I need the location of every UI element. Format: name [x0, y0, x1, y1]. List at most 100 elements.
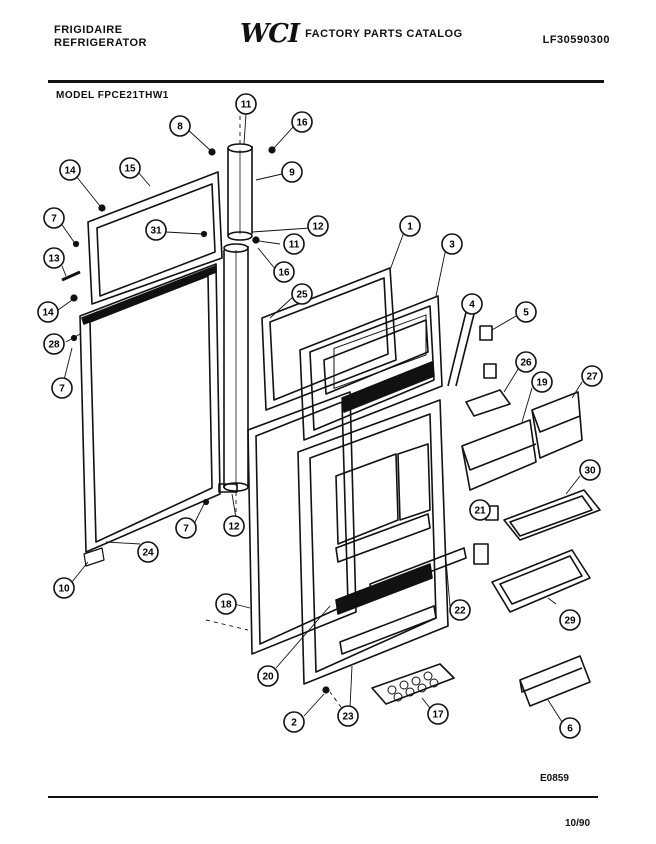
callout-circle [291, 111, 313, 133]
callout-number: 11 [241, 100, 252, 111]
alignment-lines [205, 100, 347, 715]
callout-circle [37, 301, 59, 323]
callout-number: 9 [289, 168, 295, 179]
callout-circle [175, 517, 197, 539]
callout-21: 21 [469, 499, 491, 521]
freezer-door-liner [299, 295, 443, 441]
callout-14: 14 [59, 159, 81, 181]
callout-circle [579, 459, 601, 481]
callout-number: 16 [278, 268, 290, 279]
callout-circle [291, 283, 313, 305]
dairy-bin-27 [531, 391, 583, 459]
callout-number: 30 [584, 466, 596, 477]
callout-circle [461, 293, 483, 315]
callout-circle [427, 703, 449, 725]
callout-circle [257, 665, 279, 687]
upper-handle-tube [227, 143, 253, 241]
callout-8: 8 [169, 115, 191, 137]
callout-number: 21 [474, 506, 486, 517]
callout-number: 14 [64, 166, 76, 177]
callout-number: 17 [432, 710, 444, 721]
callout-circle [283, 711, 305, 733]
callout-25: 25 [291, 283, 313, 305]
callout-number: 28 [48, 340, 60, 351]
callout-19: 19 [531, 371, 553, 393]
callout-4: 4 [461, 293, 483, 315]
callout-5: 5 [515, 301, 537, 323]
callout-2: 2 [283, 711, 305, 733]
catalog-title: FACTORY PARTS CATALOG [305, 28, 463, 40]
callout-circle [515, 351, 537, 373]
callout-number: 19 [536, 378, 548, 389]
freezer-door-gasket [261, 267, 397, 411]
callout-18: 18 [215, 593, 237, 615]
callout-14: 14 [37, 301, 59, 323]
callout-11: 11 [235, 93, 257, 115]
brand-name: FRIGIDAIRE [54, 24, 123, 36]
callout-number: 31 [150, 226, 162, 237]
callout-number: 12 [228, 522, 240, 533]
door-shelf-30 [503, 489, 601, 541]
callout-23: 23 [337, 705, 359, 727]
callout-number: 1 [407, 222, 413, 233]
bottle-bin [519, 655, 591, 707]
callout-number: 26 [520, 358, 532, 369]
callout-number: 5 [523, 308, 529, 319]
callout-circle [145, 219, 167, 241]
catalog-number: LF30590300 [542, 34, 610, 46]
callout-number: 11 [289, 240, 300, 251]
callout-circle [59, 159, 81, 181]
model-label: MODEL FPCE21THW1 [56, 90, 169, 101]
lower-handle-tube [218, 243, 249, 493]
callout-6: 6 [559, 717, 581, 739]
callout-circle [559, 609, 581, 631]
callout-circle [307, 215, 329, 237]
door-rack-rail-upper [447, 303, 477, 387]
callout-3: 3 [441, 233, 463, 255]
callout-number: 7 [183, 524, 189, 535]
callout-circle [43, 207, 65, 229]
dairy-bin-19 [461, 419, 537, 491]
fresh-food-door-panel [79, 263, 221, 553]
callout-7: 7 [43, 207, 65, 229]
callout-circle [515, 301, 537, 323]
callout-number: 12 [312, 222, 324, 233]
callout-number: 20 [262, 672, 274, 683]
callout-number: 25 [296, 290, 308, 301]
callout-circle [531, 371, 553, 393]
callout-number: 22 [454, 606, 466, 617]
callout-number: 27 [586, 372, 598, 383]
callout-circle [137, 541, 159, 563]
callout-number: 14 [42, 308, 54, 319]
callout-circle [119, 157, 141, 179]
callout-number: 7 [59, 384, 65, 395]
callout-17: 17 [427, 703, 449, 725]
drawing-code: E0859 [540, 773, 569, 784]
leader-lines [57, 113, 583, 723]
callout-circle [51, 377, 73, 399]
callout-circle [215, 593, 237, 615]
callout-circle [53, 577, 75, 599]
callout-number: 15 [124, 164, 136, 175]
callout-number: 10 [58, 584, 70, 595]
wci-logo: WCI [240, 19, 300, 49]
callout-number: 8 [177, 122, 183, 133]
callout-12: 12 [223, 515, 245, 537]
callout-circle [581, 365, 603, 387]
footer-rule [48, 796, 598, 798]
egg-tray [371, 663, 455, 705]
shelf-clip-upper [479, 325, 497, 379]
callout-31: 31 [145, 219, 167, 241]
product-type: REFRIGERATOR [54, 37, 147, 49]
callout-12: 12 [307, 215, 329, 237]
callout-number: 23 [342, 712, 354, 723]
callout-30: 30 [579, 459, 601, 481]
brand-block: FRIGIDAIRE REFRIGERATOR [54, 24, 147, 50]
callout-27: 27 [581, 365, 603, 387]
callout-number: 2 [291, 718, 297, 729]
freezer-door-panel [87, 171, 223, 305]
header-rule [48, 80, 604, 83]
callout-circle [273, 261, 295, 283]
